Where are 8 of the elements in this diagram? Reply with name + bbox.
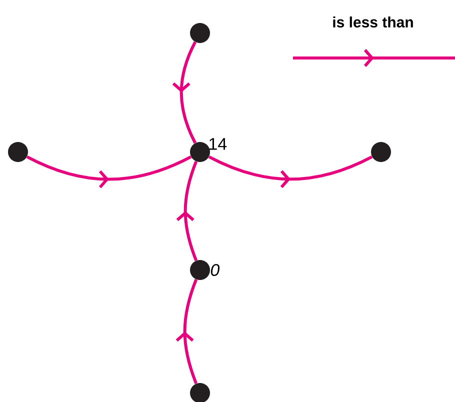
legend-text: is less than <box>333 16 413 28</box>
node-label: 0 <box>210 264 220 276</box>
dot <box>190 23 210 43</box>
node-label: 14 <box>210 138 227 150</box>
dot <box>190 142 210 162</box>
dot <box>8 142 28 162</box>
dot <box>371 142 391 162</box>
dot <box>190 260 210 280</box>
